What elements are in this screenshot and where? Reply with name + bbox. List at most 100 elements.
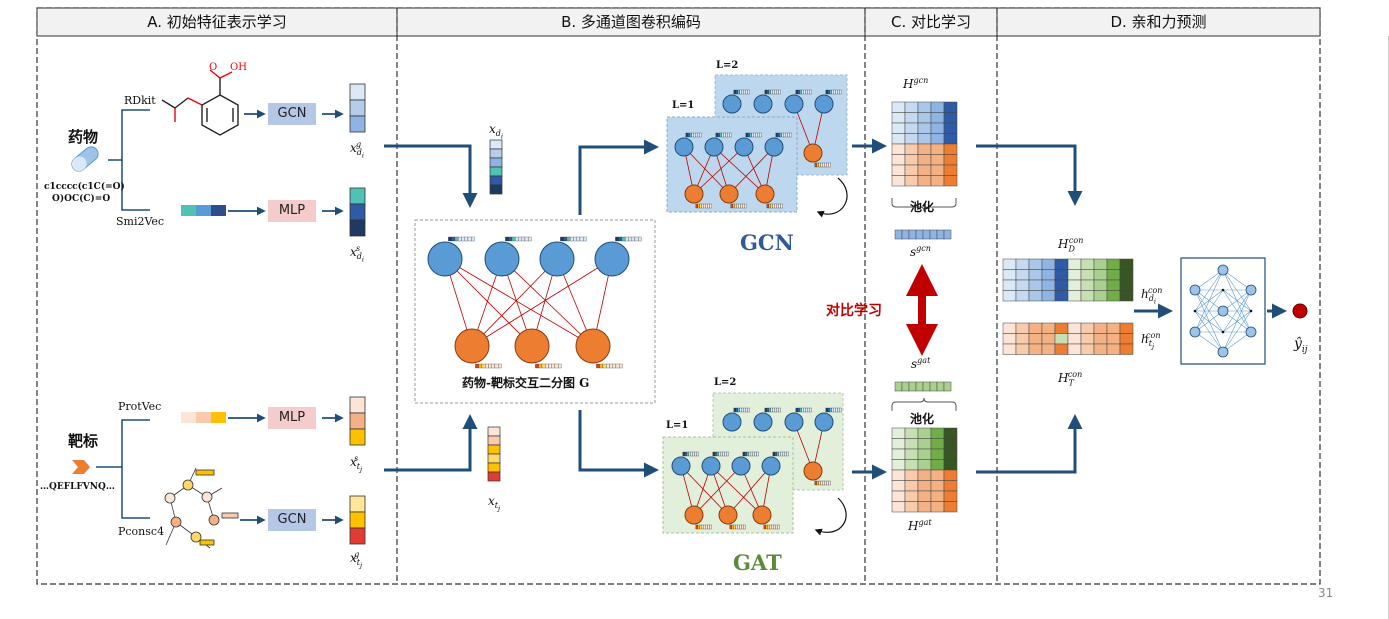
gcn-l2-drug-feature xyxy=(839,89,842,95)
gcn-l1-drug-feature xyxy=(729,132,732,138)
h-gcn-cell xyxy=(917,122,932,134)
gcn-l1-drug-feature xyxy=(753,132,756,138)
ht-con-cell xyxy=(1002,343,1017,355)
gcn-l1-target-node xyxy=(755,184,775,204)
s-gat-base: s xyxy=(911,357,918,371)
gcn-l1-target-feature xyxy=(776,203,779,209)
gcn-l1-target-feature xyxy=(774,203,777,209)
s-gat-cell xyxy=(908,381,917,392)
bipartite-drug-feature xyxy=(631,236,636,242)
x-dg-base: x xyxy=(350,141,357,155)
hd-con-cell xyxy=(1015,269,1030,281)
hd-con-cell xyxy=(1080,269,1095,281)
gcn-l1-drug-feature xyxy=(693,132,696,138)
bipartite-drug-feature xyxy=(448,236,452,242)
hd-con-cell xyxy=(1015,258,1030,270)
h-gcn-cell xyxy=(943,112,958,124)
molecule-structure xyxy=(161,69,239,136)
header-multichannel-gcn: B. 多通道图卷积编码 xyxy=(561,13,701,31)
gat-l1-drug-feature xyxy=(714,451,717,457)
predictor-ellipsis xyxy=(1221,330,1225,334)
gat-l2-drug-feature xyxy=(809,407,812,413)
h-gat-cell xyxy=(891,480,906,492)
ht-con-cell xyxy=(1067,333,1082,345)
gcn-l2-drug-feature xyxy=(743,89,746,95)
predictor-edge xyxy=(1194,289,1224,333)
bipartite-drug-node xyxy=(594,241,630,277)
gat-l2-drug-feature xyxy=(825,407,828,413)
gat-l2-drug-node xyxy=(722,412,742,432)
gcn-l1-drug-feature xyxy=(695,132,698,138)
gat-l2-target-feature xyxy=(814,480,817,486)
h-gat-cell xyxy=(891,501,906,513)
bipartite-target-node xyxy=(454,328,490,364)
gat-l1-target-feature xyxy=(695,524,698,530)
target-branches xyxy=(96,419,150,519)
gcn-l1-target-node xyxy=(719,184,739,204)
ht-con-cell xyxy=(1119,333,1134,345)
gat-l2-target-node xyxy=(803,461,823,481)
drug-title: 药物 xyxy=(68,128,99,146)
predictor-edge xyxy=(1194,269,1224,312)
gat-l1-drug-feature xyxy=(720,451,723,457)
gcn-l2-drug-node xyxy=(814,94,834,114)
x-tg-label: xtjg xyxy=(350,550,363,570)
bipartite-target-feature xyxy=(554,363,559,369)
bipartite-target-feature xyxy=(606,363,610,369)
hd-con-cell xyxy=(1093,269,1108,281)
gat-l1-drug-feature xyxy=(726,451,729,457)
bipartite-target-feature xyxy=(481,363,486,369)
target-arrows xyxy=(228,413,344,525)
predictor-edge xyxy=(1222,331,1252,353)
h-gat-cell xyxy=(904,427,919,439)
hd-con-cell xyxy=(1054,290,1069,302)
ht-con-cell xyxy=(1028,333,1043,345)
bipartite-drug-feature xyxy=(573,236,577,242)
gat-pool-brace xyxy=(891,397,957,411)
bipartite-drug-feature xyxy=(467,236,472,242)
molecule-o-atom: O xyxy=(209,62,218,73)
gat-l1-drug-node xyxy=(731,456,751,476)
gcn-l1-target-feature xyxy=(778,203,781,209)
bipartite-drug-feature xyxy=(583,236,587,242)
gat-l2-drug-feature xyxy=(733,407,736,413)
gcn-l1-drug-feature xyxy=(691,132,694,138)
gat-l1-target-feature xyxy=(703,524,706,530)
gat-l1-target-feature xyxy=(729,524,732,530)
gcn-l1-drug-node xyxy=(704,137,724,157)
bipartite-drug-feature xyxy=(579,236,584,242)
bipartite-drug-feature xyxy=(621,236,626,242)
gat-l2-drug-feature xyxy=(772,407,775,413)
hd-con-cell xyxy=(1054,258,1069,270)
gat-l2-drug-feature xyxy=(797,407,800,413)
prediction-output-node xyxy=(1292,303,1308,319)
h-gcn-cell xyxy=(930,164,945,176)
hd-con-cell xyxy=(1119,269,1134,281)
gcn-l1-drug-feature xyxy=(715,132,718,138)
s-gcn-cell xyxy=(922,229,931,240)
predictor-neuron xyxy=(1217,346,1229,358)
hd-con-cell xyxy=(1080,258,1095,270)
h-gat-cell xyxy=(943,459,958,471)
gcn-l1-target-feature xyxy=(772,203,775,209)
hd-con-cell xyxy=(1067,279,1082,291)
gcn-l1-edge xyxy=(683,146,730,195)
gcn-l2-drug-feature xyxy=(735,89,738,95)
h-gat-cell xyxy=(891,438,906,450)
gat-l2-drug-feature xyxy=(807,407,810,413)
gat-l1-target-feature xyxy=(701,524,704,530)
gat-l1-drug-feature xyxy=(690,451,693,457)
gat-l2-drug-feature xyxy=(839,407,842,413)
gcn-l1-drug-feature xyxy=(745,132,748,138)
h-gcn-cell xyxy=(930,133,945,145)
x-ds-label: xdis xyxy=(350,244,365,264)
gcn-l1-target-feature xyxy=(709,203,712,209)
gcn-l1-drug-node xyxy=(764,137,784,157)
s-gat-cell xyxy=(929,381,938,392)
gat-l2-drug-feature xyxy=(831,407,834,413)
gcn-l2-target-feature xyxy=(820,162,823,168)
gcn-l2-drug-feature xyxy=(737,89,740,95)
s-gcn-cell xyxy=(929,229,938,240)
frame xyxy=(36,7,1389,619)
h-gcn-cell xyxy=(943,164,958,176)
